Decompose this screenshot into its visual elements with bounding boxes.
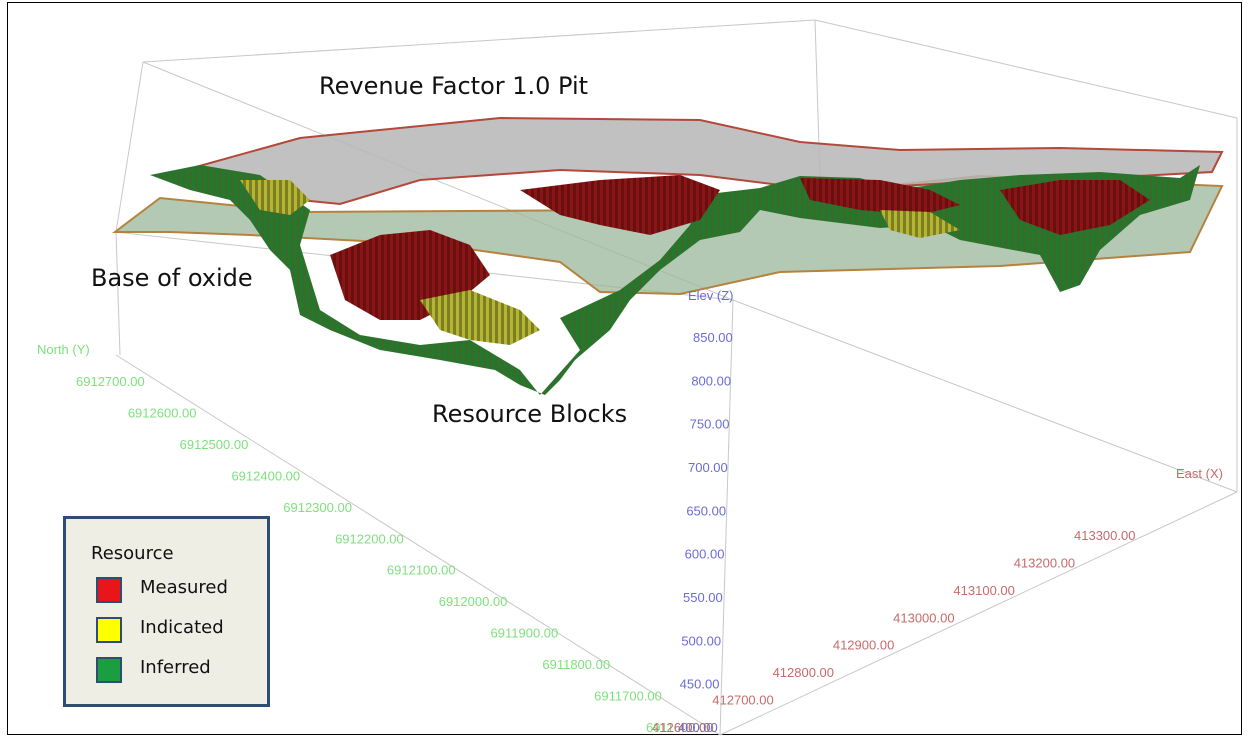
north-tick-label: 6912100.00: [387, 563, 456, 578]
elev-axis: Elev (Z) 850.00 800.00 750.00 700.00 650.00 6…: [678, 288, 734, 735]
east-tick-label: 413100.00: [953, 583, 1014, 598]
east-axis-label: East (X): [1176, 466, 1223, 481]
legend-item-inferred: Inferred: [96, 655, 266, 685]
east-tick-label: 412900.00: [833, 638, 894, 653]
legend-title: Resource: [91, 543, 174, 564]
north-tick-label: 6912200.00: [335, 531, 404, 546]
elev-tick-label: 500.00: [681, 633, 721, 648]
east-tick-label: 413200.00: [1014, 555, 1075, 570]
legend-swatch-indicated: [96, 617, 122, 643]
east-tick-label: 412800.00: [773, 665, 834, 680]
legend-item-measured: Measured: [96, 575, 266, 605]
elev-axis-label: Elev (Z): [688, 288, 734, 303]
elev-tick-label: 700.00: [688, 460, 728, 475]
legend-label-measured: Measured: [140, 577, 228, 598]
oxide-annotation: Base of oxide: [91, 264, 253, 292]
east-tick-label: 413000.00: [893, 610, 954, 625]
north-tick-label: 6912600.00: [128, 405, 197, 420]
resource-blocks: [150, 165, 1200, 395]
north-tick-label: 6912000.00: [439, 594, 508, 609]
elev-tick-label: 800.00: [691, 373, 731, 388]
elev-tick-label: 450.00: [680, 677, 720, 692]
blocks-annotation: Resource Blocks: [432, 400, 627, 428]
legend-label-indicated: Indicated: [140, 617, 224, 638]
legend-swatch-inferred: [96, 657, 122, 683]
east-tick-label: 412700.00: [712, 693, 773, 708]
legend-item-indicated: Indicated: [96, 615, 266, 645]
north-tick-label: 6911900.00: [491, 626, 559, 641]
north-tick-label: 6911700.00: [594, 689, 662, 704]
elev-tick-label: 400.00: [678, 720, 718, 735]
north-tick-label: 6911600.00: [646, 720, 714, 735]
legend-label-inferred: Inferred: [140, 657, 211, 678]
north-axis: North (Y) 6912700.00 6912600.00 6912500.00…: [37, 342, 714, 735]
elev-tick-label: 550.00: [683, 590, 723, 605]
north-tick-label: 6912500.00: [180, 437, 249, 452]
elev-tick-label: 600.00: [685, 547, 725, 562]
pit-annotation: Revenue Factor 1.0 Pit: [319, 72, 588, 100]
resource-legend: Resource Measured Indicated Inferred: [63, 516, 270, 707]
north-tick-label: 6911800.00: [542, 657, 610, 672]
east-tick-label: 413300.00: [1074, 528, 1135, 543]
north-tick-label: 6912400.00: [231, 468, 300, 483]
elev-tick-label: 850.00: [693, 330, 733, 345]
elev-tick-label: 650.00: [686, 503, 726, 518]
north-tick-label: 6912700.00: [76, 374, 145, 389]
east-tick-label: 412600.00: [652, 720, 713, 735]
north-tick-label: 6912300.00: [283, 500, 352, 515]
north-axis-label: North (Y): [37, 342, 90, 357]
elev-tick-label: 750.00: [690, 417, 730, 432]
legend-swatch-measured: [96, 577, 122, 603]
